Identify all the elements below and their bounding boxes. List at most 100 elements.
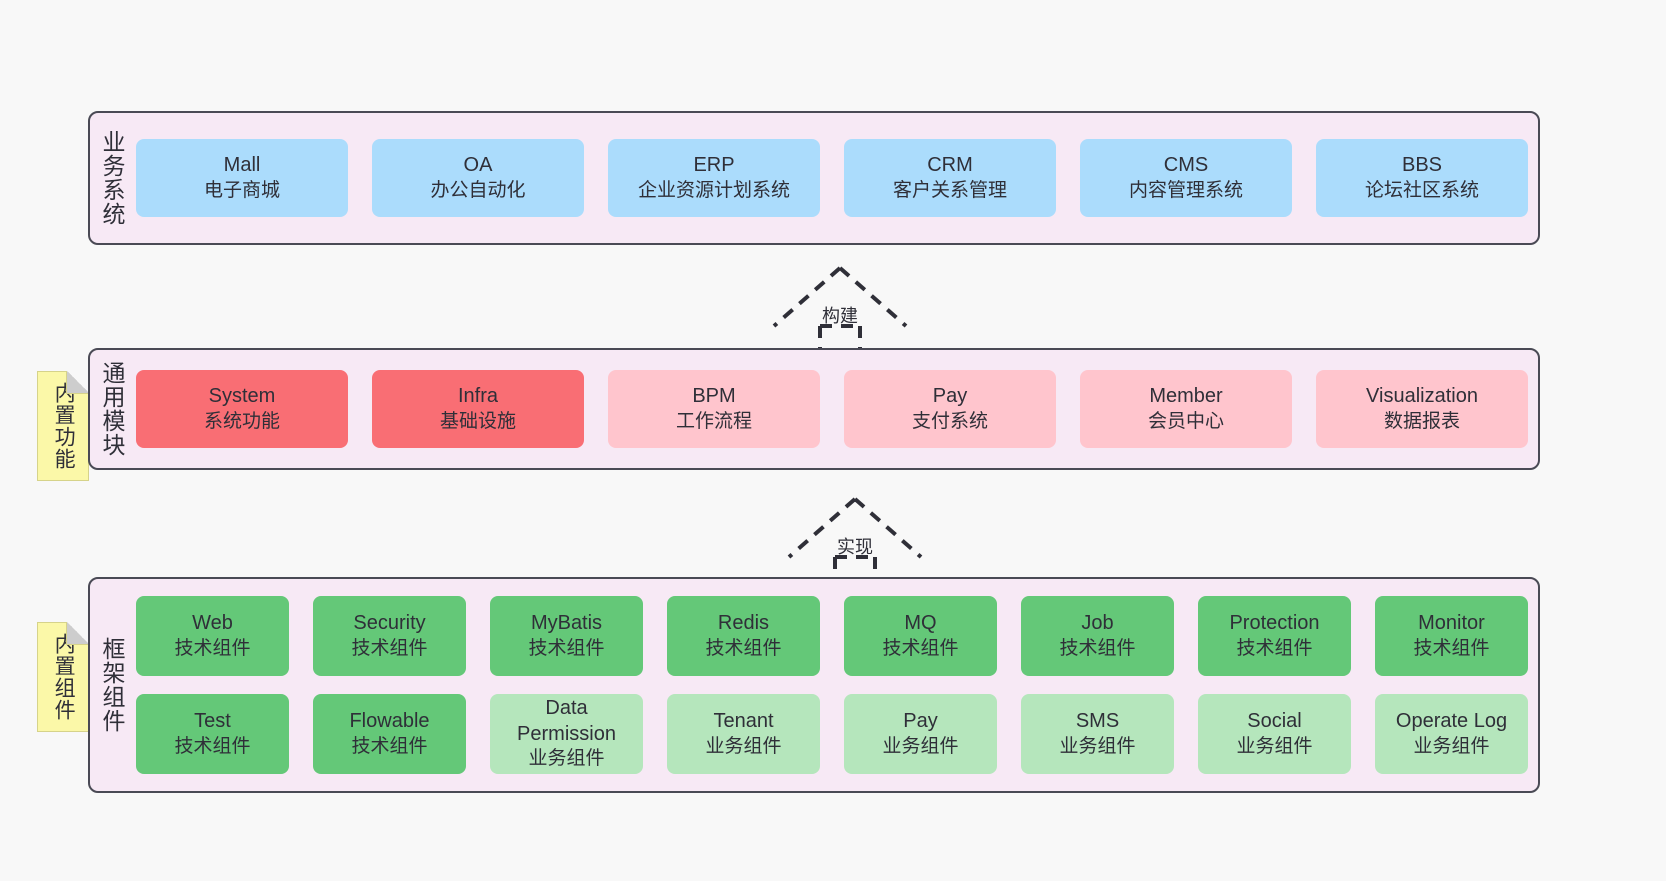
layer-business-systems: 业务系统 Mall 电子商城 OA 办公自动化 ERP 企业资源计划系统 CRM…: [88, 111, 1540, 245]
card-title: System: [208, 385, 276, 408]
card-title: Protection: [1229, 612, 1320, 635]
card-title: Mall: [223, 154, 261, 177]
module-card-cms[interactable]: CMS 内容管理系统: [1080, 139, 1292, 217]
component-card-tenant[interactable]: Tenant 业务组件: [667, 694, 820, 774]
card-title: Security: [353, 612, 426, 635]
card-title: CMS: [1163, 154, 1209, 177]
card-title: MQ: [904, 612, 937, 635]
card-title: Tenant: [713, 710, 774, 733]
card-title: MyBatis: [530, 612, 603, 635]
connector-implement: 实现: [775, 493, 935, 585]
card-title: Web: [192, 612, 233, 635]
component-card-sms[interactable]: SMS 业务组件: [1021, 694, 1174, 774]
layer-body-framework: Web 技术组件 Security 技术组件 MyBatis 技术组件 Redi…: [134, 579, 1538, 791]
component-card-flowable[interactable]: Flowable 技术组件: [313, 694, 466, 774]
card-subtitle: 支付系统: [911, 410, 988, 432]
card-subtitle: 业务组件: [705, 735, 782, 757]
card-title: Operate Log: [1395, 710, 1508, 733]
card-subtitle: 业务组件: [1413, 735, 1490, 757]
card-title: Infra: [457, 385, 499, 408]
card-title: Flowable: [349, 710, 430, 733]
layer-common-modules: 通用模块 System 系统功能 Infra 基础设施 BPM 工作流程 Pay…: [88, 348, 1540, 470]
card-title: BBS: [1401, 154, 1443, 177]
module-card-bpm[interactable]: BPM 工作流程: [608, 370, 820, 448]
card-subtitle: 数据报表: [1383, 410, 1460, 432]
card-subtitle: 技术组件: [705, 637, 782, 659]
card-subtitle: 内容管理系统: [1128, 179, 1243, 201]
card-title: Pay: [903, 710, 938, 733]
sticky-note-label: 内置组件: [52, 633, 76, 721]
layer-body-business: Mall 电子商城 OA 办公自动化 ERP 企业资源计划系统 CRM 客户关系…: [134, 113, 1538, 243]
component-card-mq[interactable]: MQ 技术组件: [844, 596, 997, 676]
card-row: Mall 电子商城 OA 办公自动化 ERP 企业资源计划系统 CRM 客户关系…: [136, 139, 1528, 217]
card-row: System 系统功能 Infra 基础设施 BPM 工作流程 Pay 支付系统…: [136, 370, 1528, 448]
module-card-pay[interactable]: Pay 支付系统: [844, 370, 1056, 448]
layer-body-modules: System 系统功能 Infra 基础设施 BPM 工作流程 Pay 支付系统…: [134, 350, 1538, 468]
component-card-operate-log[interactable]: Operate Log 业务组件: [1375, 694, 1528, 774]
card-subtitle: 系统功能: [203, 410, 280, 432]
card-title: CRM: [927, 154, 973, 177]
module-card-crm[interactable]: CRM 客户关系管理: [844, 139, 1056, 217]
component-card-mybatis[interactable]: MyBatis 技术组件: [490, 596, 643, 676]
card-subtitle: 技术组件: [882, 637, 959, 659]
card-subtitle: 技术组件: [174, 637, 251, 659]
component-card-protection[interactable]: Protection 技术组件: [1198, 596, 1351, 676]
connector-implement-label: 实现: [837, 537, 873, 557]
card-row: Test 技术组件 Flowable 技术组件 Data Permission …: [136, 694, 1528, 774]
card-subtitle: 技术组件: [174, 735, 251, 757]
module-card-member[interactable]: Member 会员中心: [1080, 370, 1292, 448]
component-card-pay[interactable]: Pay 业务组件: [844, 694, 997, 774]
component-card-social[interactable]: Social 业务组件: [1198, 694, 1351, 774]
module-card-mall[interactable]: Mall 电子商城: [136, 139, 348, 217]
layer-title-modules: 通用模块: [99, 361, 125, 457]
card-subtitle: 技术组件: [351, 637, 428, 659]
card-title: BPM: [692, 385, 736, 408]
component-card-web[interactable]: Web 技术组件: [136, 596, 289, 676]
card-subtitle: 企业资源计划系统: [637, 179, 790, 201]
card-subtitle: 论坛社区系统: [1364, 179, 1479, 201]
card-title: Visualization: [1366, 385, 1478, 408]
module-card-oa[interactable]: OA 办公自动化: [372, 139, 584, 217]
component-card-test[interactable]: Test 技术组件: [136, 694, 289, 774]
module-card-erp[interactable]: ERP 企业资源计划系统: [608, 139, 820, 217]
module-card-visualization[interactable]: Visualization 数据报表: [1316, 370, 1528, 448]
module-card-system[interactable]: System 系统功能: [136, 370, 348, 448]
card-title: Job: [1081, 612, 1114, 635]
layer-framework-components: 框架组件 Web 技术组件 Security 技术组件 MyBatis 技术组件…: [88, 577, 1540, 793]
module-card-bbs[interactable]: BBS 论坛社区系统: [1316, 139, 1528, 217]
component-card-data-permission[interactable]: Data Permission 业务组件: [490, 694, 643, 774]
card-subtitle: 会员中心: [1147, 410, 1224, 432]
card-subtitle: 业务组件: [1236, 735, 1313, 757]
card-title: ERP: [693, 154, 735, 177]
module-card-infra[interactable]: Infra 基础设施: [372, 370, 584, 448]
card-subtitle: 业务组件: [882, 735, 959, 757]
connector-build-label: 构建: [822, 306, 858, 326]
card-subtitle: 电子商城: [203, 179, 280, 201]
card-subtitle: 工作流程: [675, 410, 752, 432]
card-subtitle: 业务组件: [1059, 735, 1136, 757]
component-card-job[interactable]: Job 技术组件: [1021, 596, 1174, 676]
sticky-note-builtin-components: 内置组件: [37, 622, 89, 732]
card-title: Monitor: [1418, 612, 1485, 635]
card-subtitle: 技术组件: [1059, 637, 1136, 659]
sticky-note-builtin-functions: 内置功能: [37, 371, 89, 481]
component-card-security[interactable]: Security 技术组件: [313, 596, 466, 676]
card-title: Social: [1247, 710, 1302, 733]
card-title: OA: [463, 154, 493, 177]
card-subtitle: 技术组件: [1413, 637, 1490, 659]
card-subtitle: 客户关系管理: [892, 179, 1007, 201]
layer-title-business: 业务系统: [99, 130, 125, 226]
layer-title-framework: 框架组件: [99, 637, 125, 733]
card-title: Test: [194, 710, 231, 733]
card-subtitle: 技术组件: [528, 637, 605, 659]
card-subtitle: 基础设施: [439, 410, 516, 432]
card-title: Data Permission: [517, 697, 616, 745]
card-subtitle: 技术组件: [351, 735, 428, 757]
card-title: Redis: [717, 612, 770, 635]
component-card-monitor[interactable]: Monitor 技术组件: [1375, 596, 1528, 676]
card-subtitle: 业务组件: [528, 748, 605, 770]
component-card-redis[interactable]: Redis 技术组件: [667, 596, 820, 676]
connector-build: 构建: [760, 262, 920, 354]
card-subtitle: 技术组件: [1236, 637, 1313, 659]
card-title: Pay: [932, 385, 968, 408]
